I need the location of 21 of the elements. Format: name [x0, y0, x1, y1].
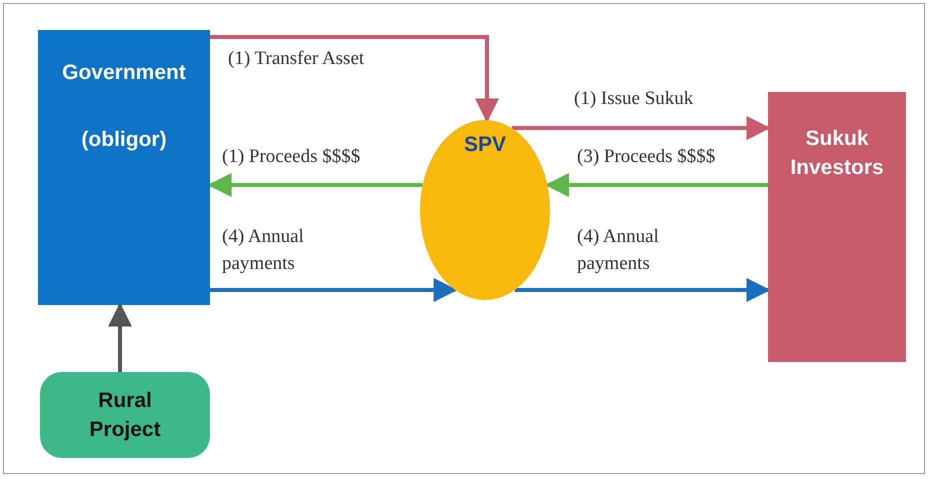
arrow [512, 116, 770, 140]
edge-label: (1) Transfer Asset [228, 47, 364, 71]
arrow [514, 278, 770, 302]
rounded-box [40, 372, 210, 458]
edge-label: (3) Proceeds $$$$ [577, 145, 716, 169]
node-label: Rural Project [88, 388, 162, 443]
arrow [545, 173, 768, 197]
process-box [38, 30, 210, 305]
node-label: (obligor) [80, 127, 168, 154]
process-box [768, 92, 906, 362]
edge-label: (4) Annual payments [577, 225, 660, 276]
entity-ellipse [420, 120, 550, 300]
arrow [108, 302, 132, 372]
arrow [210, 278, 458, 302]
node-label: SPV [462, 132, 508, 158]
node-label: Sukuk Investors [789, 126, 885, 182]
edge-label: (1) Proceeds $$$$ [222, 145, 360, 169]
edge-label: (4) Annual payments [222, 225, 305, 276]
edge-label: (1) Issue Sukuk [574, 87, 694, 111]
arrow [210, 35, 499, 122]
node-label: Government [61, 60, 187, 86]
